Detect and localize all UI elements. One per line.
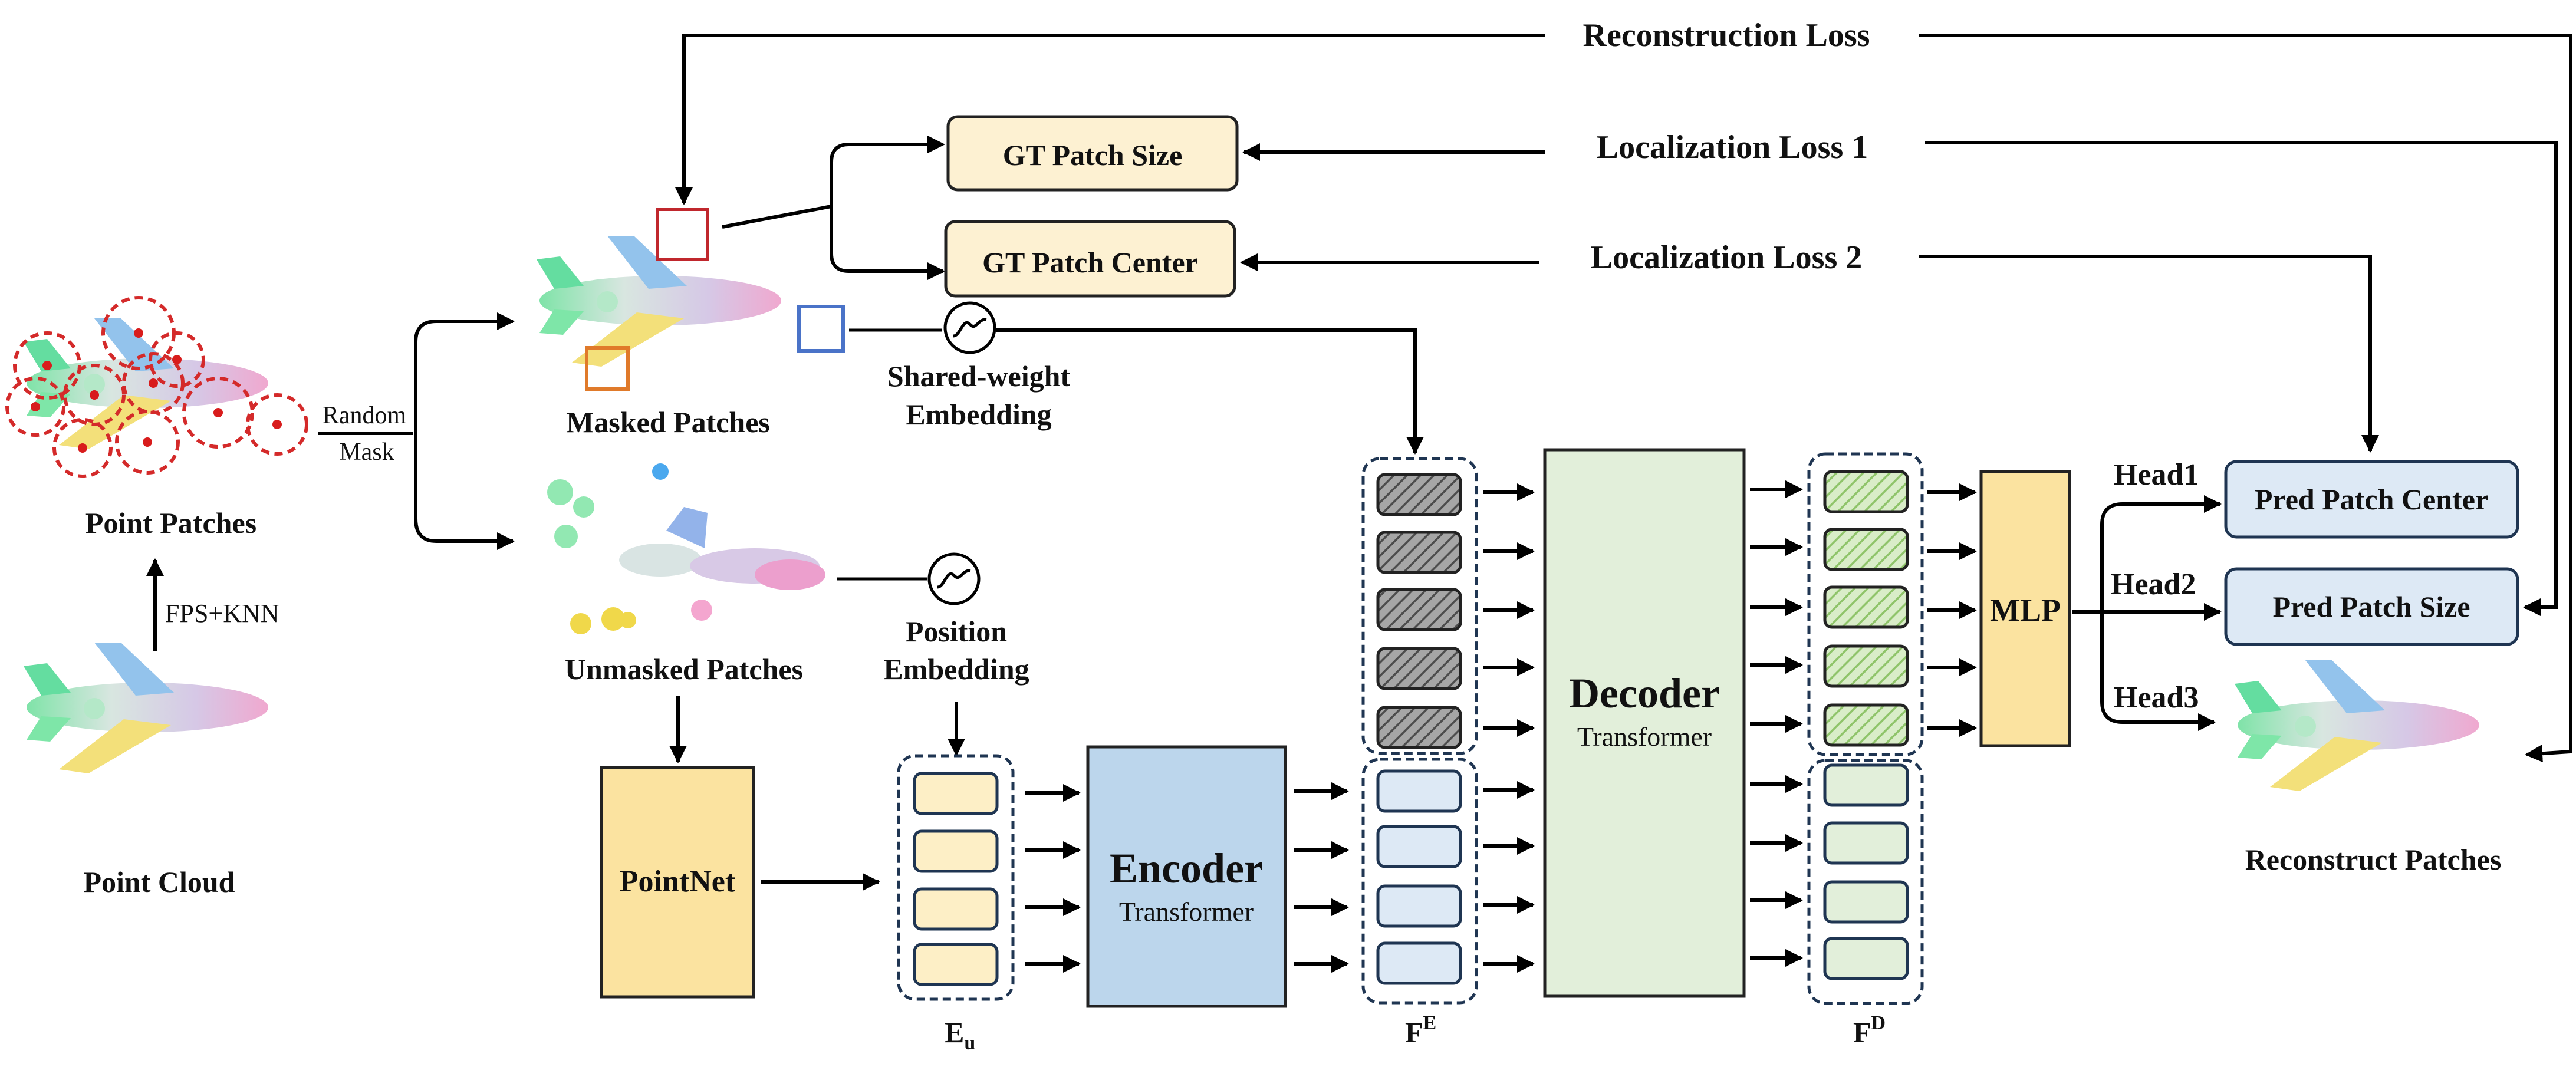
pointnet-label: PointNet [620, 865, 736, 898]
eu-token [913, 772, 999, 815]
localization-loss-2-label: Localization Loss 2 [1591, 239, 1862, 276]
encoder-to-fe-arrows [1294, 782, 1349, 973]
fd-masked-token [1823, 703, 1909, 747]
head1-label: Head1 [2114, 458, 2199, 492]
mask-arrow-up [318, 321, 513, 435]
position-embedding-icon [929, 554, 979, 604]
fd-masked-token [1823, 470, 1909, 513]
head2-label: Head2 [2111, 568, 2196, 601]
pred-patch-center-box [2224, 460, 2519, 539]
position-label-1: Position [906, 615, 1007, 648]
localization-loss-2-arrow-right [1919, 255, 2379, 453]
decoder-to-fd-arrows [1750, 480, 1803, 967]
pred-patch-size-label: Pred Patch Size [2272, 590, 2470, 623]
decoder-sub-label: Transformer [1577, 722, 1712, 752]
eu-token [913, 943, 999, 986]
fe-masked-token-group [1361, 457, 1478, 755]
shared-weight-label-2: Embedding [906, 398, 1051, 431]
gt-patch-size-label: GT Patch Size [1003, 139, 1183, 172]
masked-patches-image [537, 208, 845, 391]
fe-token [1376, 769, 1462, 813]
fd-token [1823, 937, 1909, 980]
shared-weight-embedding-icon [945, 303, 995, 353]
gt-connector [722, 205, 832, 229]
point-patches-label: Point Patches [85, 506, 256, 539]
eu-to-encoder-arrows [1025, 784, 1081, 973]
eu-token [913, 887, 999, 931]
fe-token [1376, 884, 1462, 928]
fd-masked-token [1823, 644, 1909, 688]
gt-center-arrow [830, 206, 945, 280]
reconstruct-patches-label: Reconstruct Patches [2245, 843, 2502, 876]
fd-token-group [1807, 759, 1924, 1005]
reconstruction-loss-arrow-right [1919, 34, 2572, 763]
eu-label: Eu [945, 1016, 975, 1054]
decoder-block [1543, 448, 1746, 998]
fd-token [1823, 763, 1909, 807]
mlp-block [1979, 470, 2071, 747]
head3-arrow [2100, 612, 2216, 731]
decoder-label: Decoder [1569, 670, 1720, 717]
pred-patch-size-box [2224, 567, 2519, 646]
fd-token [1823, 880, 1909, 924]
point-cloud-image [24, 643, 268, 773]
mask-arrow-down [414, 433, 515, 550]
localization-loss-1-label: Localization Loss 1 [1597, 129, 1868, 166]
random-label: Random [323, 402, 407, 429]
fe-masked-token [1376, 531, 1462, 574]
localization-loss-1-arrow-right [1925, 141, 2558, 616]
gt-size-arrow [830, 136, 945, 206]
fe-masked-token [1376, 588, 1462, 631]
encoder-sub-label: Transformer [1119, 897, 1254, 927]
fe-label: FE [1405, 1012, 1436, 1049]
fe-token [1376, 941, 1462, 985]
fd-masked-token-group [1807, 452, 1924, 756]
mask-label: Mask [339, 439, 394, 466]
shared-weight-label-1: Shared-weight [887, 360, 1071, 393]
masked-patches-label: Masked Patches [566, 406, 770, 439]
fd-label: FD [1853, 1012, 1886, 1049]
fd-masked-token [1823, 528, 1909, 571]
position-label-2: Embedding [883, 653, 1029, 686]
fps-knn-label: FPS+KNN [165, 599, 279, 628]
gt-patch-size-box [946, 115, 1239, 192]
reconstruct-patches-image [2235, 660, 2479, 791]
fe-token-group [1361, 758, 1478, 1005]
point-cloud-label: Point Cloud [83, 865, 235, 898]
shared-embed-arrow [996, 328, 1424, 455]
point-patches-image [5, 296, 308, 478]
fe-masked-token [1376, 647, 1462, 690]
mlp-label: MLP [1990, 592, 2061, 628]
eu-token-group [897, 754, 1015, 1001]
unmasked-patches-image [547, 463, 825, 634]
pointnet-block [600, 766, 755, 999]
fe-to-decoder-arrows [1483, 483, 1535, 973]
reconstruction-loss-arrow-left [675, 34, 1545, 205]
fe-token [1376, 825, 1462, 868]
encoder-block [1086, 745, 1287, 1008]
unmasked-patches-label: Unmasked Patches [565, 653, 803, 686]
reconstruction-loss-label: Reconstruction Loss [1583, 17, 1870, 54]
gt-patch-center-box [944, 220, 1236, 298]
eu-token [913, 829, 999, 873]
fe-masked-token [1376, 473, 1462, 516]
head3-label: Head3 [2114, 681, 2199, 714]
fd-token [1823, 821, 1909, 865]
fd-masked-token [1823, 585, 1909, 629]
gt-patch-center-label: GT Patch Center [982, 246, 1198, 279]
encoder-label: Encoder [1110, 845, 1263, 892]
fd-to-mlp-arrows [1927, 483, 1977, 737]
fe-masked-token [1376, 706, 1462, 749]
pred-patch-center-label: Pred Patch Center [2255, 483, 2488, 516]
